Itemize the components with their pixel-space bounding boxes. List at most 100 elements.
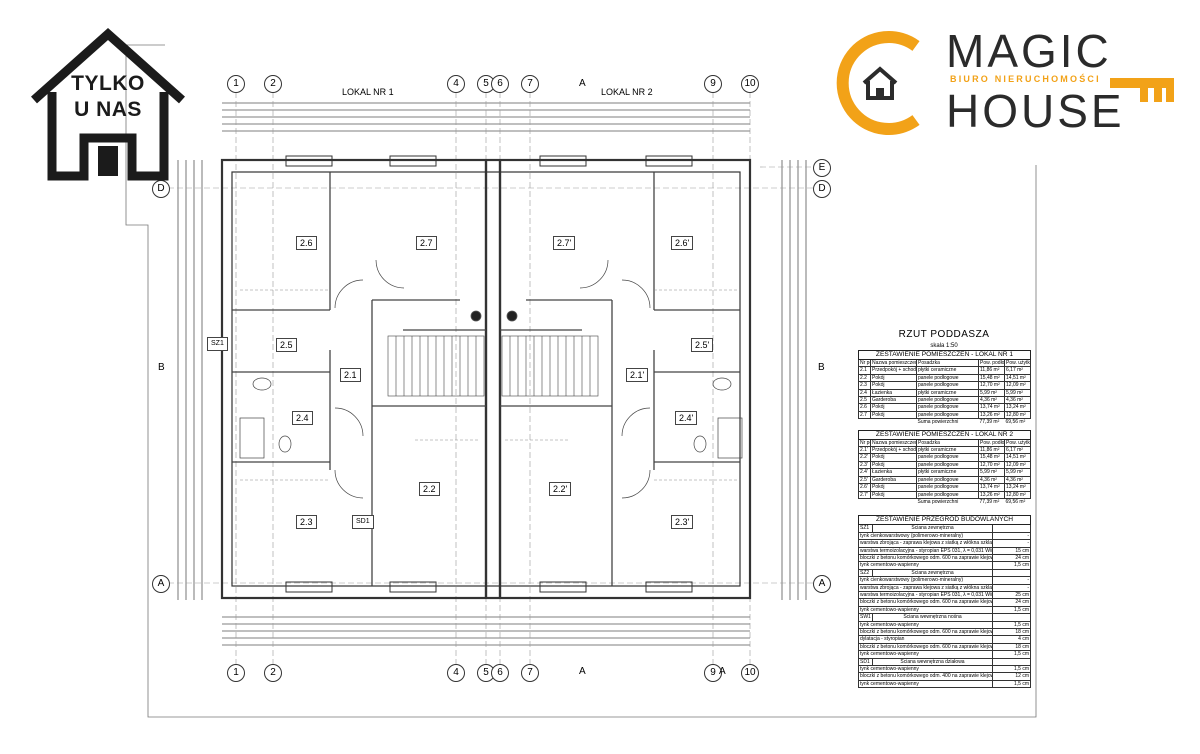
table-cell: panele podłogowe — [916, 453, 979, 462]
table-row: bloczki z betonu komórkowego odm. 600 na… — [858, 598, 1031, 607]
badge-line-1: TYLKO — [71, 72, 145, 95]
axis-marker: 1 — [227, 664, 245, 682]
table-row: tynk cienkowarstwowy (polimerowo-mineral… — [858, 576, 1031, 585]
layer-thickness: 12 cm — [992, 672, 1031, 681]
axis-marker: 10 — [741, 75, 759, 93]
table-cell: panele podłogowe — [916, 475, 979, 485]
room-label: 2.6 — [296, 236, 317, 250]
room-label: 2.2' — [549, 482, 572, 496]
wall-tag: SZ1 — [207, 337, 228, 351]
room-label: 2.1 — [340, 368, 361, 382]
table-cell: 2.6' — [858, 483, 871, 492]
table-row: warstwa zbrojąca - zaprawa klejowa z sia… — [858, 539, 1031, 548]
col-header: Pow. użytkowa — [1004, 358, 1031, 368]
layer-thickness: 18 cm — [992, 627, 1031, 637]
axis-marker: 5 — [477, 664, 495, 682]
axis-marker: 4 — [447, 664, 465, 682]
table-cell: 4,36 m² — [978, 396, 1005, 405]
axis-marker: 6 — [491, 664, 509, 682]
axis-marker: 2 — [264, 75, 282, 93]
table-cell: 2.7' — [858, 490, 871, 499]
layer-thickness: - — [992, 583, 1031, 592]
axis-marker: 10 — [741, 664, 759, 682]
partition-code: SZ1 — [858, 524, 873, 533]
table-cell: 13,74 m² — [978, 483, 1005, 492]
table-cell: 15,48 m² — [978, 453, 1005, 462]
room-label: 2.3 — [296, 515, 317, 529]
layer-thickness: 1,5 cm — [992, 679, 1031, 689]
magic-house-logo: MAGIC BIURO NIERUCHOMOŚCI HOUSE — [828, 25, 1188, 138]
brand-magic: MAGIC — [946, 25, 1112, 77]
layer-thickness: 1,5 cm — [992, 620, 1031, 630]
layer-name: warstwa zbrojąca - zaprawa klejowa z sia… — [858, 583, 993, 592]
table-row: tynk cienkowarstwowy (polimerowo-mineral… — [858, 531, 1031, 541]
table-cell: 13,24 m² — [1004, 403, 1031, 412]
axis-marker: 9 — [704, 664, 722, 682]
layer-name: bloczki z betonu komórkowego odm. 600 na… — [858, 598, 993, 607]
col-header: Posadzka — [916, 358, 979, 368]
wall-tag: SD1 — [352, 515, 374, 529]
sum-floor: 77,39 m² — [979, 419, 1000, 426]
table-cell: 5,99 m² — [1004, 388, 1031, 398]
axis-marker: 4 — [447, 75, 465, 93]
layer-name: tynk cienkowarstwowy (polimerowo-mineral… — [858, 576, 993, 585]
table-row: warstwa termoizolacyjna - styropian EPS … — [858, 546, 1031, 555]
table-title: ZESTAWIENIE POMIESZCZEŃ - LOKAL NR 2 — [858, 429, 1031, 440]
table-cell: płytki ceramiczne — [916, 388, 979, 398]
layer-name: tynk cementowo-wapienny — [858, 561, 993, 570]
room-label: 2.6' — [671, 236, 694, 250]
table-cell: 14,51 m² — [1004, 453, 1031, 462]
col-header: Pow. użytkowa — [1004, 438, 1031, 448]
axis-marker: 5 — [477, 75, 495, 93]
layer-name: tynk cienkowarstwowy (polimerowo-mineral… — [858, 531, 993, 541]
layer-thickness: 15 cm — [992, 546, 1031, 555]
table-cell — [992, 613, 1031, 622]
table-cell: 12,09 m² — [1004, 460, 1031, 470]
exclusive-badge: TYLKO U NAS — [28, 26, 188, 182]
table-cell: 12,70 m² — [978, 381, 1005, 390]
partition-code: SW1 — [858, 613, 873, 622]
layer-thickness: - — [992, 531, 1031, 541]
table-cell: panele podłogowe — [916, 460, 979, 470]
layer-name: tynk cementowo-wapienny — [858, 665, 993, 674]
partition-name: Ściana wewnętrzna działowa — [872, 657, 993, 667]
table-cell — [992, 568, 1031, 578]
axis-marker: A — [813, 575, 831, 593]
table-cell: płytki ceramiczne — [916, 446, 979, 455]
partition-name: Ściana wewnętrzna nośna — [872, 613, 993, 622]
table-row: bloczki z betonu komórkowego odm. 400 na… — [858, 672, 1031, 681]
room-label: 2.5' — [691, 338, 714, 352]
layer-name: tynk cementowo-wapienny — [858, 620, 993, 630]
table-cell: 11,86 m² — [978, 446, 1005, 455]
layer-name: bloczki z betonu komórkowego odm. 600 na… — [858, 627, 993, 637]
room-label: 2.1' — [626, 368, 649, 382]
table-row: bloczki z betonu komórkowego odm. 600 na… — [858, 553, 1031, 563]
layer-thickness: 1,5 cm — [992, 665, 1031, 674]
table-title: ZESTAWIENIE POMIESZCZEŃ - LOKAL NR 1 — [858, 350, 1031, 360]
table-cell: Pokój — [870, 381, 917, 390]
table-cell: panele podłogowe — [916, 403, 979, 412]
badge-line-2: U NAS — [74, 98, 142, 121]
axis-marker: A — [152, 575, 170, 593]
table-cell: 2.6 — [858, 403, 871, 412]
table-row: warstwa termoizolacyjna - styropian EPS … — [858, 590, 1031, 600]
table-row: warstwa zbrojąca - zaprawa klejowa z sia… — [858, 583, 1031, 592]
key-logo-icon — [836, 31, 1174, 135]
table-cell: Pokój — [870, 460, 917, 470]
axis-marker: 7 — [521, 75, 539, 93]
table-cell: Pokój — [870, 483, 917, 492]
table-cell: 14,51 m² — [1004, 373, 1031, 383]
